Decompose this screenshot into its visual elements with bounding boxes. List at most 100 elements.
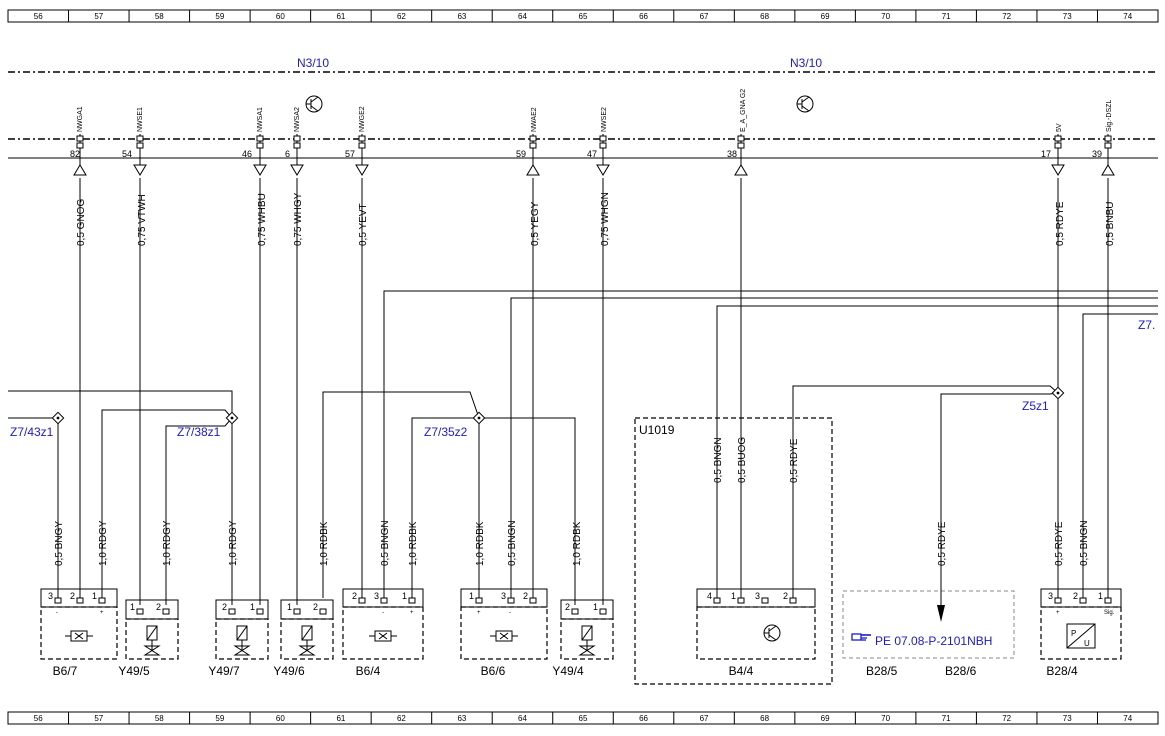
wire-label: 1,0 RDBK	[408, 521, 419, 566]
component-pin-number: 3	[48, 591, 53, 601]
reference-link[interactable]: PE 07.08-P-2101NBH	[875, 634, 992, 648]
component-pin: 1	[130, 602, 144, 615]
pointing-hand-icon	[851, 633, 871, 641]
arrow-down-icon	[1051, 164, 1065, 176]
ruler-number: 64	[518, 12, 527, 21]
component-pin-number: 2	[352, 591, 357, 601]
ruler-number: 71	[942, 714, 951, 723]
component-pin: 2	[313, 602, 327, 615]
pin-connector-57	[355, 134, 369, 176]
ruler-number: 68	[760, 12, 769, 21]
wire-label: 0,5 RDYE	[937, 521, 948, 566]
wire-label: 0,5 BNGY	[54, 521, 65, 566]
wires	[8, 178, 1158, 605]
arrow-down-icon	[133, 164, 147, 176]
solenoid-valve-icon	[578, 625, 596, 656]
component-pin: 1	[287, 602, 301, 615]
component-pin: 1+	[402, 591, 416, 616]
component-pin-label: +	[100, 610, 104, 616]
component-pin: 3-	[374, 591, 388, 616]
ruler-number: 67	[700, 714, 709, 723]
arrow-up-icon	[1101, 164, 1115, 176]
pin-signal: NWAE2	[531, 107, 538, 132]
pressure-sensor-icon: PU	[1066, 623, 1096, 649]
b286-box	[842, 590, 1015, 659]
ruler-number: 72	[1002, 12, 1011, 21]
ruler-number: 56	[34, 12, 43, 21]
wire-label: 1,0 RDBK	[572, 521, 583, 566]
splice-z7-35z2-icon	[472, 411, 486, 425]
pin-signal: NWSE2	[601, 107, 608, 132]
splice-label-z7-35z2: Z7/35z2	[424, 425, 468, 439]
splice-label-z7-43z1: Z7/43z1	[10, 425, 54, 439]
pin-number: 47	[587, 149, 597, 159]
wire-label: 0,5 RDYE	[1055, 201, 1066, 246]
wire-label: 1,0 RDBK	[319, 521, 330, 566]
arrow-up-icon	[734, 164, 748, 176]
arrow-up-icon	[73, 164, 87, 176]
component-label: B6/4	[356, 664, 381, 678]
ruler-number: 60	[276, 12, 285, 21]
wire-label: 0,5 BNGN	[380, 520, 391, 566]
pin-connector-47	[596, 134, 610, 176]
component-pin-number: 2	[313, 602, 318, 612]
arrow-down-icon	[937, 605, 945, 622]
ruler-number: 68	[760, 714, 769, 723]
pin-signal: Sig.-DSZL	[1106, 100, 1113, 132]
component-pin-label: Sig.	[1104, 610, 1115, 616]
pin-connector-54	[133, 134, 147, 176]
sensor-icon	[369, 630, 397, 642]
pin-signal: 5V	[1056, 123, 1063, 132]
ruler-number: 65	[579, 714, 588, 723]
component-pin: 2	[1073, 591, 1087, 604]
arrow-up-icon	[526, 164, 540, 176]
component-pin-number: 2	[222, 602, 227, 612]
component-pin-number: 1	[402, 591, 407, 601]
component-label: Y49/7	[208, 664, 240, 678]
pin-number: 17	[1041, 149, 1051, 159]
wire-label: 0,5 BUOG	[737, 437, 748, 483]
ruler-number: 62	[397, 714, 406, 723]
component-pin: 3	[755, 591, 769, 604]
component-pin: 3-	[501, 591, 515, 616]
component-pin: 2	[222, 602, 236, 615]
wire-label: 0,5 BNGN	[713, 437, 724, 483]
component-pin-number: 1	[731, 591, 736, 601]
component-b64: 2 3- 1+ B6/4	[342, 588, 424, 678]
wire-label: 0,5 BNGN	[507, 520, 518, 566]
ruler-number: 66	[639, 714, 648, 723]
svg-text:U: U	[1084, 639, 1090, 648]
splice-label-z7-38z1: Z7/38z1	[177, 425, 221, 439]
wire-label: 1,0 RDGY	[98, 520, 109, 566]
ruler-number: 71	[942, 12, 951, 21]
pin-54: NWSE1 54 0,75 VTWH	[122, 107, 148, 246]
ruler-number: 58	[155, 714, 164, 723]
solenoid-valve-icon	[143, 625, 161, 656]
wire-label: 0,5 BNBU	[1105, 202, 1116, 246]
transistor-icon	[763, 624, 781, 642]
pin-59: NWAE2 59 0,5 YEGY	[516, 107, 541, 246]
wire-label: 0,5 YEGY	[530, 201, 541, 246]
pin-number: 38	[727, 149, 737, 159]
ruler-number: 73	[1063, 714, 1072, 723]
splice-z7-43z1-icon	[51, 411, 65, 425]
component-pin-label: -	[509, 610, 511, 616]
ruler-number: 57	[94, 714, 103, 723]
module-label-right: N3/10	[790, 56, 822, 70]
component-pin-number: 1	[250, 602, 255, 612]
splice-z5z1-icon	[1051, 386, 1065, 400]
component-label-b28-6: B28/6	[945, 664, 977, 678]
component-pin-number: 1	[469, 591, 474, 601]
pin-38: E_A_GNA G2 38	[727, 89, 747, 159]
pin-number: 82	[70, 149, 80, 159]
pin-connector-38	[734, 134, 748, 176]
component-label: Y49/6	[273, 664, 305, 678]
ruler-number: 56	[34, 714, 43, 723]
ruler-number: 62	[397, 12, 406, 21]
